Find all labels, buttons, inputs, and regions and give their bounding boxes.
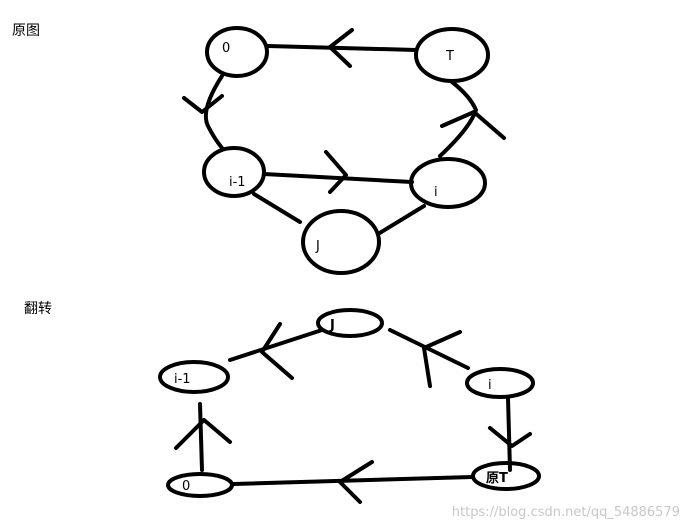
node-0 [205, 26, 269, 78]
flipped-graph [158, 308, 541, 504]
arrowhead-J-to-i-1-flipped [260, 322, 294, 380]
arrowhead-i-to-J-flipped [422, 330, 462, 388]
label-node-0: 0 [222, 41, 230, 56]
label-node-J-flipped: J [329, 318, 335, 333]
edge-T-to-0 [266, 44, 418, 52]
arrowhead-i-to-origT-flipped [488, 426, 532, 448]
arrowhead-origT-to-0-flipped [338, 460, 374, 504]
edge-0-to-i-1 [203, 74, 224, 150]
node-i [409, 157, 487, 209]
node-0-flipped [166, 472, 234, 498]
arrowhead-i-to-T [440, 110, 506, 140]
edge-J-to-i [376, 204, 426, 236]
watermark-url: https://blog.csdn.net/qq_54886579 [451, 505, 680, 520]
node-J-flipped [316, 308, 384, 338]
arrowhead-0-to-i-1 [182, 94, 224, 114]
original-graph-labels: 0 T i-1 i J [222, 41, 454, 254]
edge-origT-to-0-flipped [232, 475, 474, 486]
arrowhead-T-to-0 [328, 28, 354, 68]
node-origT-flipped [471, 461, 541, 491]
node-i-1-flipped [158, 360, 230, 394]
edge-i-to-J-flipped [388, 328, 470, 370]
node-i-1 [202, 146, 266, 198]
label-node-i: i [434, 185, 438, 200]
node-T [414, 27, 490, 83]
edge-i-to-T [438, 80, 478, 158]
arrowhead-i-1-to-i [324, 150, 348, 194]
edge-i-1-to-i [262, 172, 414, 184]
original-graph [182, 26, 506, 275]
label-node-J: J [315, 239, 320, 254]
label-node-T: T [445, 49, 454, 64]
arrowhead-0-to-i-1-flipped [174, 418, 232, 450]
flipped-graph-label: 翻转 [24, 301, 52, 317]
flipped-graph-labels: J i-1 i 0 原T [174, 318, 508, 494]
node-i-flipped [465, 367, 535, 399]
label-node-0-flipped: 0 [182, 479, 190, 494]
label-node-origT-flipped: 原T [486, 471, 508, 486]
edge-0-to-i-1-flipped [198, 402, 204, 472]
original-graph-label: 原图 [12, 23, 40, 39]
edge-i-to-origT-flipped [506, 396, 512, 472]
label-node-i-flipped: i [488, 378, 492, 393]
label-node-i-1-flipped: i-1 [174, 372, 191, 387]
label-node-i-1: i-1 [229, 175, 246, 190]
edge-i-1-to-J [252, 192, 302, 224]
edge-J-to-i-1-flipped [228, 328, 324, 362]
node-J [301, 209, 381, 275]
